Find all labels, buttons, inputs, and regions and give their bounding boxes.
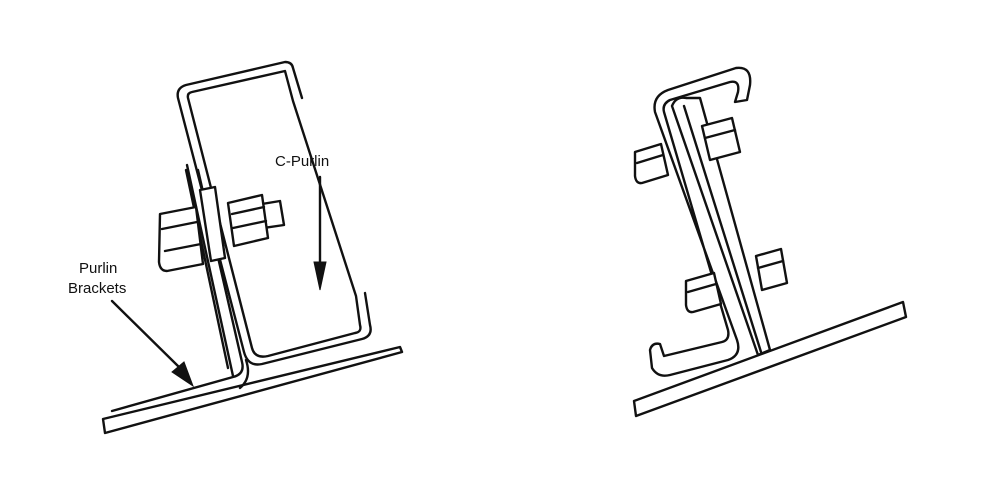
right-rafter (632, 300, 908, 418)
right-bolt-upper-head (633, 142, 670, 185)
right-bolt-upper (633, 116, 742, 185)
left-bolt (157, 185, 286, 273)
right-c-purlin (648, 66, 752, 377)
left-purlin-bracket (110, 163, 250, 413)
purlin-brackets-arrow (110, 299, 195, 388)
left-assembly: C-Purlin Purlin Brackets (68, 60, 404, 435)
left-bolt-washer (198, 185, 227, 263)
purlin-brackets-label-line2: Brackets (68, 280, 126, 297)
right-bolt-lower (684, 247, 789, 314)
left-rafter (101, 345, 404, 435)
purlin-brackets-label-line1: Purlin (79, 260, 117, 277)
right-bolt-lower-nut (754, 247, 789, 292)
right-assembly (632, 66, 908, 418)
c-purlin-arrow (313, 175, 327, 291)
right-bolt-upper-nut (700, 116, 742, 162)
right-bolt-lower-head (684, 271, 723, 314)
c-purlin-label: C-Purlin (275, 153, 329, 170)
left-bolt-nut-back (157, 205, 205, 273)
left-bolt-nut-front (226, 193, 270, 248)
